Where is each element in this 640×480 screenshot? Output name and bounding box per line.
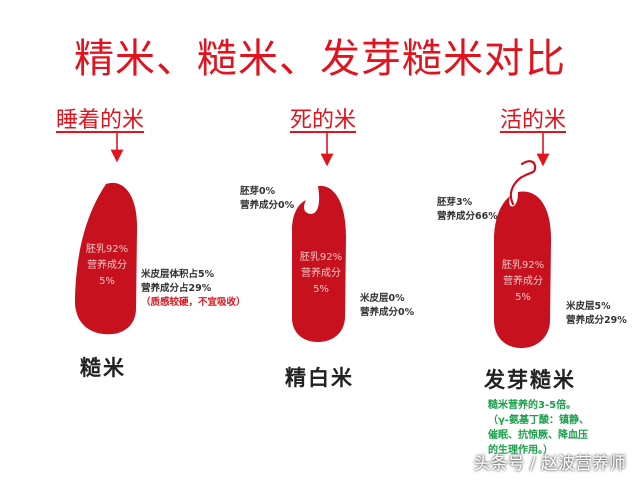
germinated-top-note: 胚芽3% 营养成分66%	[437, 197, 498, 222]
label-white-rice: 精白米	[285, 366, 354, 390]
white-side-note: 米皮层0% 营养成分0%	[360, 293, 415, 318]
root-icon	[497, 209, 513, 225]
white-top-note: 胚芽0% 营养成分0%	[240, 186, 295, 211]
germinated-rice-grain	[494, 191, 552, 348]
watermark: 头条号 / 赵波营养师	[473, 454, 626, 474]
germinated-side-note: 米皮层5% 营养成分29%	[566, 301, 627, 326]
white-rice-grain	[292, 185, 346, 342]
brown-side-note: 米皮层体积占5% 营养成分占29% （质感较硬，不宜吸收）	[141, 269, 246, 308]
label-brown-rice: 糙米	[80, 356, 126, 380]
page-title: 精米、糙米、发芽糙米对比	[74, 36, 566, 82]
heading-germinated-rice: 活的米	[500, 108, 567, 133]
brown-grain-text: 胚乳92% 营养成分 5%	[85, 244, 129, 287]
germinated-grain-text: 胚乳92% 营养成分 5%	[501, 260, 545, 303]
label-germinated-rice: 发芽糙米	[484, 368, 576, 392]
brown-rice-grain	[74, 182, 138, 335]
heading-white-rice: 死的米	[290, 108, 357, 133]
white-grain-text: 胚乳92% 营养成分 5%	[299, 252, 343, 295]
heading-brown-rice: 睡着的米	[56, 108, 145, 133]
germinated-benefit-note: 糙米营养的3-5倍。 （γ-氨基丁酸：镇静、 催眠、抗惊厥、降血压 的生理作用。…	[488, 400, 589, 456]
sprout-icon	[509, 160, 537, 206]
